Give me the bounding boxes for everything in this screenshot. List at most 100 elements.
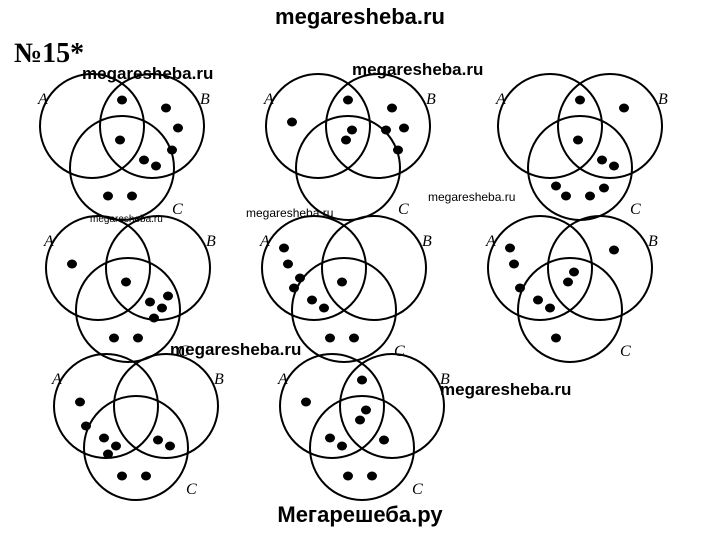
dot-abc <box>115 135 125 145</box>
dot-bc_only <box>379 435 389 445</box>
dot-abc <box>347 125 357 135</box>
dot-bc_only <box>151 161 161 171</box>
dot-c_only <box>117 471 127 481</box>
dot-bc_only <box>597 155 607 165</box>
set-label-c: C <box>186 481 197 498</box>
venn-diagram-8: A B C <box>277 353 450 501</box>
circle-a <box>497 73 603 179</box>
dot-ac_only <box>307 295 317 305</box>
dot-bc_only <box>139 155 149 165</box>
circle-a <box>45 215 151 321</box>
dot-abc <box>573 135 583 145</box>
set-label-b: B <box>200 91 210 108</box>
set-label-c: C <box>630 201 641 218</box>
dot-c_only <box>103 191 113 201</box>
dot-b_only <box>173 123 183 133</box>
set-label-b: B <box>206 233 216 250</box>
dot-abc <box>341 135 351 145</box>
dot-b_only <box>609 245 619 255</box>
set-label-a: A <box>495 91 506 108</box>
circle-a <box>265 73 371 179</box>
dot-abc <box>337 277 347 287</box>
dot-b_only <box>167 145 177 155</box>
dot-a_only <box>289 283 299 293</box>
circle-b <box>557 73 663 179</box>
dot-bc_only <box>163 291 173 301</box>
set-label-a: A <box>485 233 496 250</box>
dot-ac_only <box>319 303 329 313</box>
watermark: megaresheba.ru <box>440 380 572 399</box>
dot-a_only <box>295 273 305 283</box>
set-label-b: B <box>658 91 668 108</box>
dot-bc_only <box>153 435 163 445</box>
dot-b_only <box>381 125 391 135</box>
venn-diagram-5: A B C <box>259 215 432 363</box>
dot-c_only <box>343 471 353 481</box>
dot-abc <box>355 415 365 425</box>
dot-ac_only <box>545 303 555 313</box>
dot-c_only <box>109 333 119 343</box>
dot-ab_only <box>343 95 353 105</box>
dot-abc <box>121 277 131 287</box>
watermark-top: megaresheba.ru <box>275 4 445 29</box>
dot-bc_only <box>165 441 175 451</box>
set-label-a: A <box>259 233 270 250</box>
circle-c <box>75 257 181 363</box>
set-label-a: A <box>43 233 54 250</box>
dot-c_only <box>141 471 151 481</box>
set-label-b: B <box>422 233 432 250</box>
dot-bc_only <box>145 297 155 307</box>
dot-b_only <box>393 145 403 155</box>
circle-a <box>39 73 145 179</box>
venn-diagram-3: A B C <box>495 73 668 221</box>
dot-c_only <box>367 471 377 481</box>
dot-abc <box>569 267 579 277</box>
set-label-b: B <box>426 91 436 108</box>
circle-b <box>325 73 431 179</box>
dot-b_only <box>619 103 629 113</box>
dot-bc_only <box>609 161 619 171</box>
dot-b_only <box>399 123 409 133</box>
dot-abc <box>361 405 371 415</box>
dot-a_only <box>81 421 91 431</box>
circle-b <box>99 73 205 179</box>
set-label-a: A <box>277 371 288 388</box>
dot-ac_only <box>99 433 109 443</box>
task-number: №15* <box>14 38 85 69</box>
dot-a_only <box>283 259 293 269</box>
set-label-b: B <box>440 371 450 388</box>
circle-a <box>279 353 385 459</box>
dot-ab_only <box>357 375 367 385</box>
dot-c_only <box>133 333 143 343</box>
dot-a_only <box>301 397 311 407</box>
set-label-b: B <box>214 371 224 388</box>
dot-b_only <box>387 103 397 113</box>
dot-c_only <box>325 333 335 343</box>
circle-b <box>547 215 653 321</box>
dot-a_only <box>75 397 85 407</box>
set-label-c: C <box>412 481 423 498</box>
dot-ab_only <box>117 95 127 105</box>
circle-c <box>291 257 397 363</box>
set-label-a: A <box>51 371 62 388</box>
set-label-c: C <box>620 343 631 360</box>
set-label-c: C <box>398 201 409 218</box>
set-label-c: C <box>394 343 405 360</box>
dot-a_only <box>67 259 77 269</box>
dot-a_only <box>505 243 515 253</box>
dot-c_only <box>599 183 609 193</box>
watermark: megaresheba.ru <box>428 190 516 204</box>
circle-c <box>69 115 175 221</box>
dot-c_only <box>551 181 561 191</box>
watermark-bottom: Мегарешеба.ру <box>277 502 443 527</box>
venn-diagram-7: A B C <box>51 353 224 501</box>
dot-a_only <box>509 259 519 269</box>
circle-c <box>83 395 189 501</box>
dot-a_only <box>279 243 289 253</box>
dot-ac_only <box>337 441 347 451</box>
